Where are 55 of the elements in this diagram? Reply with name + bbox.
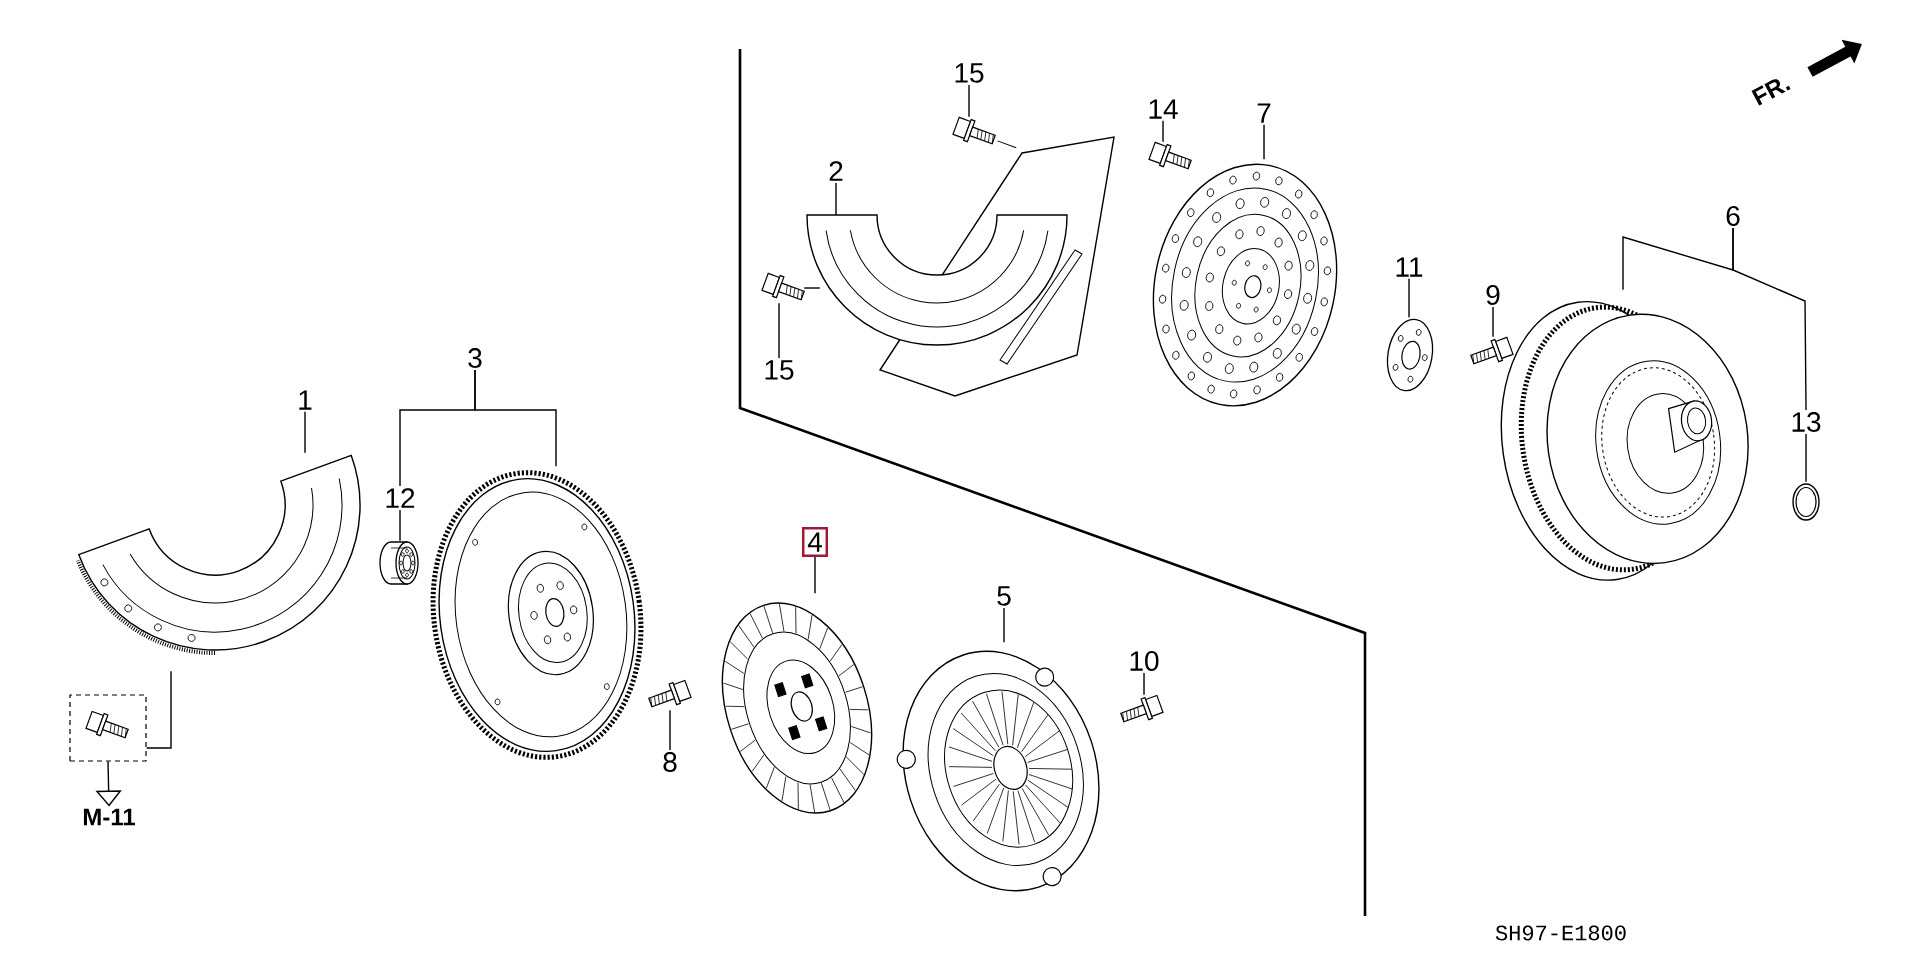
- bolt-drawing: [1120, 694, 1164, 723]
- leader-line: [814, 556, 816, 594]
- leader-line: [1732, 227, 1807, 411]
- leader-line: [835, 182, 837, 216]
- leader-line: [1263, 124, 1265, 160]
- callout-number: 15: [955, 63, 984, 83]
- leader-line: [1162, 120, 1164, 143]
- leader-line: [145, 670, 172, 749]
- callout-number: 14: [1149, 99, 1178, 119]
- leader-line: [968, 84, 970, 118]
- washer-drawing: [1386, 318, 1434, 392]
- leader-line: [399, 509, 401, 542]
- bolt-drawing: [1148, 141, 1192, 170]
- bolt-drawing: [761, 272, 805, 301]
- flywheel-drawing: [430, 470, 644, 760]
- bolt-drawing: [1470, 336, 1514, 365]
- callout-number: 8: [663, 752, 677, 772]
- leader-line: [1805, 433, 1807, 483]
- cover-drawing: [806, 136, 1115, 397]
- pressure-plate-drawing: [896, 650, 1100, 892]
- callout-number: 5: [997, 586, 1011, 606]
- direction-label: FR.: [1751, 79, 1791, 106]
- bolt-drawing: [952, 116, 1017, 149]
- callout-number: 9: [1486, 285, 1500, 305]
- leader-line: [803, 287, 821, 289]
- bolt-drawing: [85, 710, 129, 739]
- leader-line: [1408, 278, 1410, 318]
- callout-number: 6: [1726, 206, 1740, 226]
- leader-line: [778, 302, 780, 359]
- clutch-disc-drawing: [721, 602, 873, 814]
- drive-plate-drawing: [1152, 163, 1338, 407]
- boxed-callout-number: 4: [801, 527, 829, 557]
- callout-number: 2: [829, 161, 843, 181]
- callout-number: 15: [765, 360, 794, 380]
- dashed-box: [69, 694, 147, 762]
- torque-converter-drawing: [1500, 301, 1749, 581]
- bolt-drawing: [648, 679, 692, 708]
- diagram-code: SH97-E1800: [1495, 925, 1626, 941]
- callout-number: 1: [299, 390, 312, 410]
- bearing-drawing: [379, 541, 419, 585]
- callout-number: 7: [1257, 103, 1271, 123]
- callout-number: 3: [468, 348, 482, 368]
- callout-number: 12: [386, 488, 415, 508]
- callout-number: 11: [1396, 257, 1423, 277]
- leader-line: [1492, 306, 1494, 338]
- leader-line: [1003, 607, 1005, 643]
- callout-number: 13: [1792, 412, 1821, 432]
- o-ring-drawing: [1792, 483, 1820, 521]
- leader-line: [304, 411, 306, 454]
- cover-drawing: [75, 454, 361, 655]
- reference-label: M-11: [83, 808, 135, 826]
- callout-number: 10: [1130, 651, 1159, 671]
- leader-line: [399, 369, 476, 487]
- leader-line: [669, 709, 671, 751]
- leader-line: [1143, 672, 1145, 696]
